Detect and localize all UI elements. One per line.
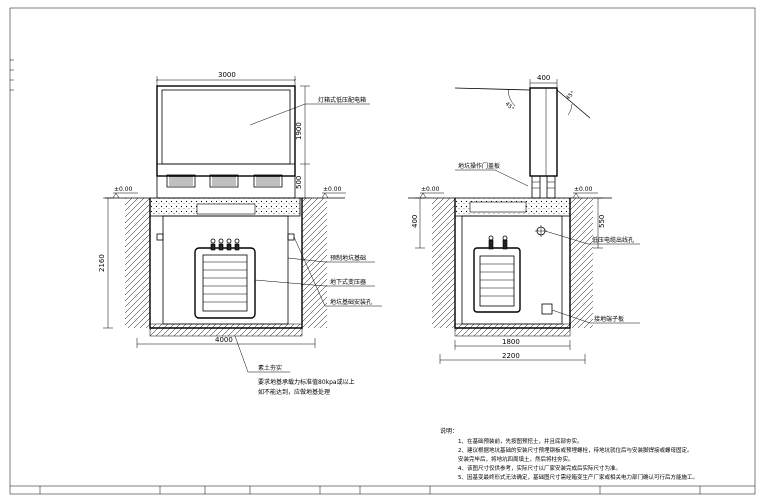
earth-hatch-right: [302, 198, 327, 328]
pit-outline: [149, 198, 303, 329]
pit-outline-right: [454, 198, 571, 329]
note-bearing-1: 要求地基承载力标准值80kpa或以上: [258, 378, 355, 386]
transformer: [194, 238, 256, 319]
leg-left: [531, 175, 541, 199]
leader-cabinet: [249, 103, 306, 126]
earth-hatch-left-r: [432, 198, 455, 328]
angle-right: 45°: [565, 90, 576, 101]
dim-width-top-right: 400: [537, 74, 550, 82]
install-hole-right: [287, 233, 295, 241]
note-bearing-2: 如不能达到，应做地基处理: [258, 388, 330, 396]
earth-hatch-bottom: [149, 323, 303, 337]
cabinet-frame: [156, 85, 296, 177]
dim-width-outer: 2200: [502, 352, 520, 360]
note-item-2: 2、建议根据地坑基础的安装尺寸预埋钢板或预埋螺栓，待地坑就位后与安装脚焊接或螺母…: [458, 446, 693, 454]
level-right: ±0.00: [323, 186, 342, 193]
note-item-4: 4、该图尺寸仅供参考，实际尺寸以厂家安装完成后实际尺寸为准。: [458, 464, 621, 472]
door-left: [454, 87, 531, 91]
left-margin-ticks: [10, 59, 14, 91]
dim-h-upper: 1900: [295, 122, 303, 140]
label-cover: 地坑操作门盖板: [458, 162, 500, 170]
label-prefab-base: 预制地坑基础: [330, 254, 366, 262]
vent-grilles: [166, 174, 283, 188]
dim-width-bottom: 4000: [215, 336, 233, 344]
earth-hatch-bottom-r: [454, 323, 571, 337]
label-install-hole: 地坑基础安装孔: [330, 298, 372, 306]
dim-width-top: 3000: [218, 71, 236, 79]
leg-right: [546, 175, 556, 199]
left-elevation-view: 灯箱式低压配电箱 3000 1900 500 ±0.00 ±0.00: [98, 71, 382, 396]
notes-title: 说明：: [440, 427, 458, 435]
right-section-view: 400 45° 45° 地坑操作门盖板 ±0.00 ±0.00: [408, 74, 640, 364]
dim-width-inner: 1800: [502, 338, 520, 346]
label-cabinet: 灯箱式低压配电箱: [318, 96, 366, 104]
prefab-pit-right: [461, 215, 563, 325]
sheet-border: [9, 7, 756, 495]
level-left: ±0.00: [114, 186, 133, 193]
earth-hatch-left: [125, 198, 150, 328]
dim-h-left-right: 400: [411, 215, 419, 228]
cabinet-light-box: [161, 89, 291, 165]
door-right: [556, 89, 591, 119]
slab-opening: [196, 203, 256, 215]
label-soil: 素土夯实: [258, 364, 282, 372]
install-hole-left: [156, 233, 164, 241]
transformer-side: [473, 235, 521, 313]
dim-h-lower: 500: [295, 176, 303, 189]
dim-h-right-right: 550: [598, 215, 606, 228]
dim-depth: 2160: [98, 254, 106, 272]
angle-left: 45°: [504, 101, 515, 112]
label-transformer: 地下式变压器: [330, 278, 366, 286]
label-ground-plate: 接地端子板: [594, 315, 624, 323]
note-item-1: 1、在基础预装前，先按图预挖土，并且底部夯实。: [458, 437, 583, 445]
title-block-cells: [39, 486, 701, 494]
note-item-5: 5、因基变最终形式无法确定，基础图尺寸需经箱变生产厂家或相关电力部门确认可行后方…: [458, 473, 698, 481]
ground-plate: [541, 303, 553, 315]
level-left-right: ±0.00: [421, 186, 440, 193]
earth-hatch-right-r: [570, 198, 593, 328]
note-item-3: 安装完毕后，将地坑四周填土，然后将柱夯实。: [458, 455, 574, 463]
label-cable-hole: 低压电缆出线孔: [592, 236, 634, 244]
notes-block: 说明： 1、在基础预装前，先按图预挖土，并且底部夯实。 2、建议根据地坑基础的安…: [440, 427, 698, 481]
cabinet-side: [529, 87, 558, 177]
level-right-right: ±0.00: [574, 186, 593, 193]
